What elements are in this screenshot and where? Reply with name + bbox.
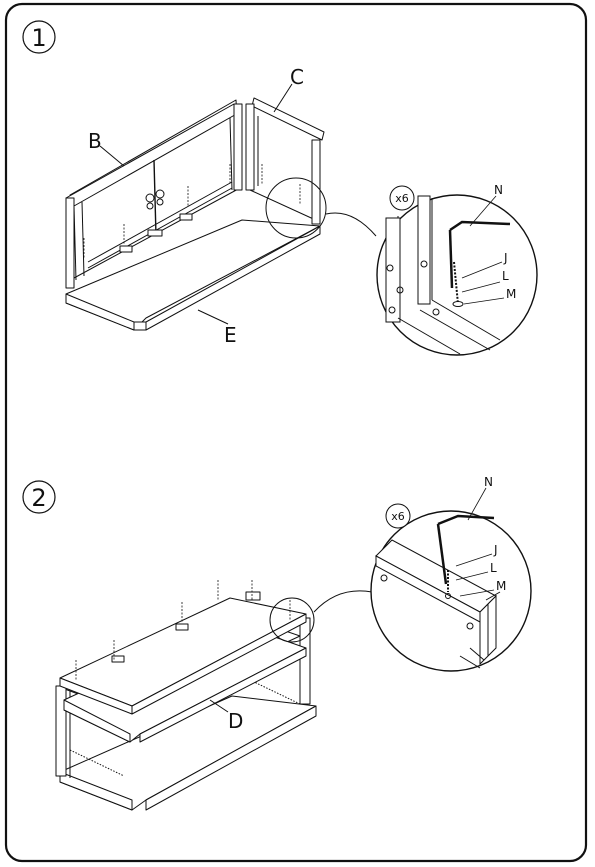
page-frame [4,2,588,863]
step-1-number: 1 [31,24,46,52]
label-c: C [290,65,304,89]
step-1-number-circle [22,20,56,54]
bottom-panel-e-side-edge [133,321,147,331]
detail-label-m-2: M [496,579,506,593]
label-b: B [88,129,102,153]
detail-label-m: M [506,287,516,301]
step-2-assembly-drawing [55,580,317,811]
step-1-detail-view: x6 N J L M [376,183,538,356]
quantity-text: x6 [395,192,409,205]
step-2-zoom-source [269,597,315,643]
step-2-number: 2 [31,484,46,512]
detail-label-n: N [494,183,503,197]
quantity-badge [389,185,415,211]
quantity-badge-2 [385,503,411,529]
detail-label-j-2: J [493,543,498,557]
step-2: 2 [22,475,532,811]
back-panel-b-center-seam [153,159,157,237]
step-2-number-circle [22,480,56,514]
label-d: D [228,709,243,733]
detail-label-l-2: L [490,561,497,575]
step-1-zoom-connector [325,212,377,237]
label-e: E [224,323,237,347]
side-panel-c-top-edge [251,97,325,141]
bottom-panel-e-right-edge [145,225,321,331]
step-2-zoom-connector [313,590,373,613]
allen-key-2 [437,514,495,526]
detail-label-l: L [502,269,509,283]
allen-key [449,220,511,232]
step-1-zoom-source [265,177,327,239]
quantity-text-2: x6 [391,510,405,523]
detail-label-n-2: N [484,475,493,489]
detail-label-j: J [503,251,508,265]
step-1-assembly-drawing [65,97,325,331]
step-1: 1 [22,20,538,356]
step-2-detail-view: x6 N J L M [370,475,532,672]
